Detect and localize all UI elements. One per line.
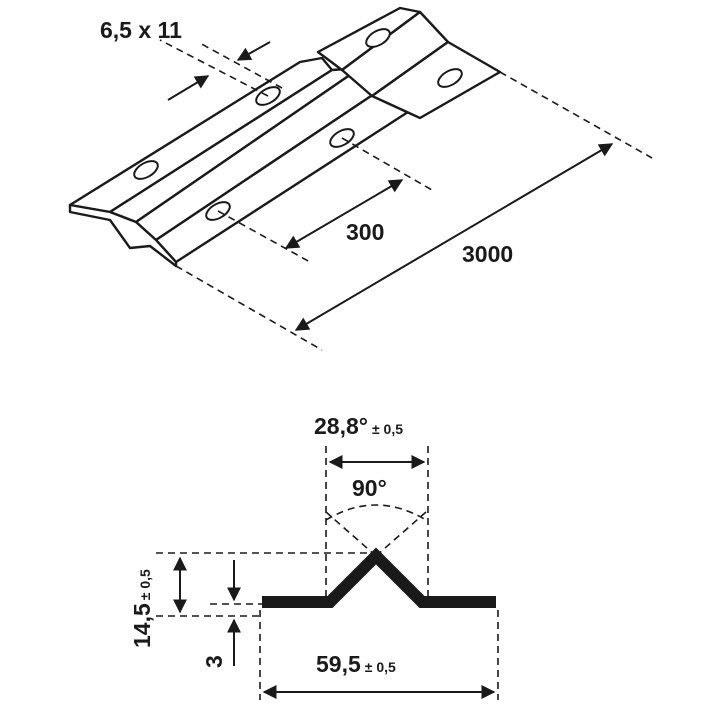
profile-view: 28,8°± 0,5 90° 14,5± 0,5 3 59,5± 0,5 <box>129 413 499 700</box>
angle-label: 90° <box>352 475 387 501</box>
length-arrow <box>294 143 614 331</box>
angle-arc <box>325 504 427 521</box>
hole-6 <box>437 68 463 88</box>
hole-spacing-label: 300 <box>346 219 384 245</box>
hole-5 <box>365 28 391 48</box>
hole-1 <box>133 160 159 180</box>
isometric-dimensions: 6,5 x 11 300 3000 <box>100 17 653 351</box>
isometric-rail <box>68 6 502 268</box>
hole-size-label: 6,5 x 11 <box>100 17 182 43</box>
rail-profile <box>262 547 496 608</box>
total-width-label: 59,5± 0,5 <box>316 651 396 677</box>
top-width-label: 28,8°± 0,5 <box>314 413 403 439</box>
thickness-label: 3 <box>201 655 227 668</box>
length-label: 3000 <box>462 241 513 267</box>
height-label: 14,5± 0,5 <box>129 569 155 648</box>
hole-size-arrow <box>167 75 210 101</box>
spacing-arrow <box>284 179 404 249</box>
